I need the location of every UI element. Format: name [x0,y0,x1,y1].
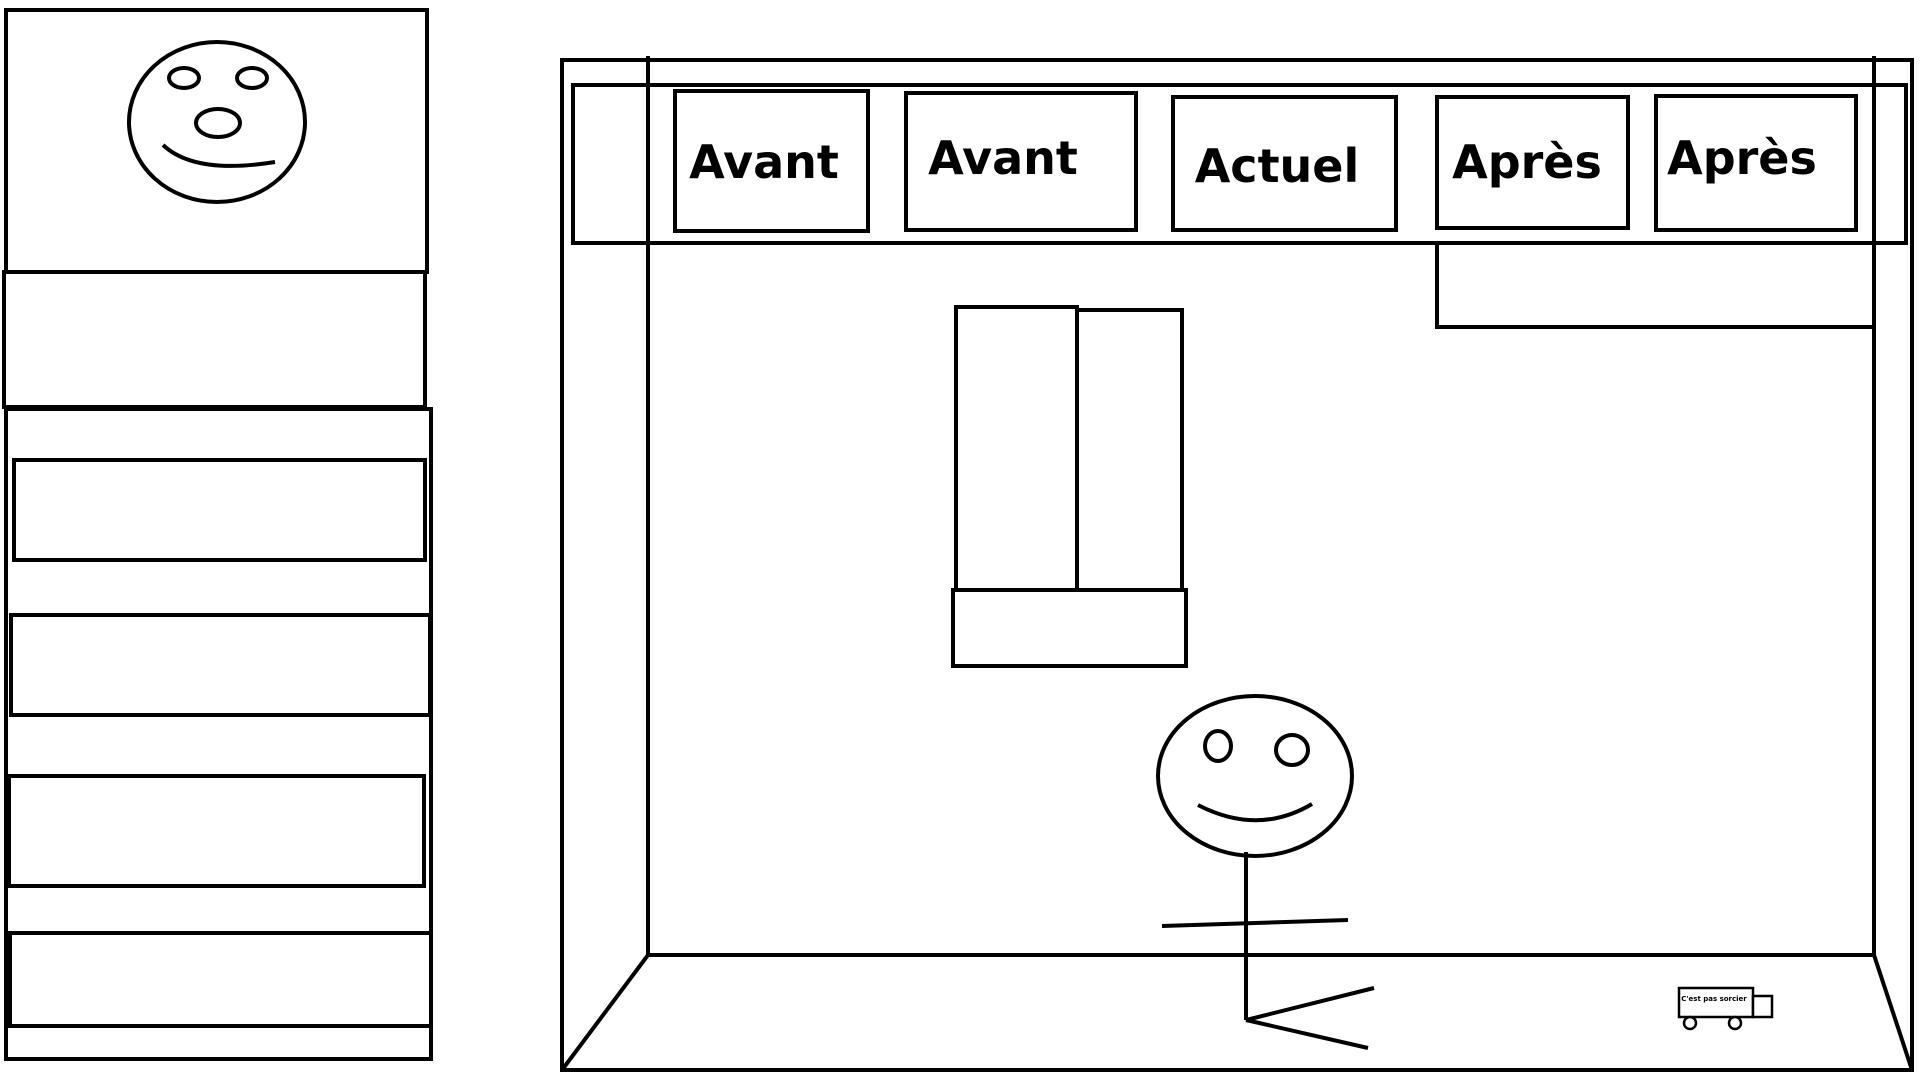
sidebar-slot-2[interactable] [9,613,432,717]
sidebar-slot-4[interactable] [8,931,433,1028]
smiley-face-icon [127,40,307,204]
sidebar [2,8,433,1061]
stick-figure-icon[interactable] [1156,694,1375,1050]
sidebar-slot-3[interactable] [7,774,426,888]
tab-label: Actuel [1195,139,1360,193]
sidebar-list-frame [4,407,433,1061]
double-door-icon[interactable] [951,305,1188,668]
floor-left-edge [560,953,650,1072]
dropdown-panel [1435,241,1876,329]
room-frame [560,58,1914,1072]
sidebar-header-box [2,270,427,409]
tab-label: Avant [689,135,839,189]
profile-panel [4,8,429,274]
delivery-truck-icon[interactable]: C'est pas sorcier [1677,986,1774,1031]
tab-apres-1[interactable]: Après [1435,95,1630,230]
room-scene: Avant Avant Actuel Après Après [560,56,1914,1072]
tab-label: Avant [928,131,1078,185]
tab-apres-2[interactable]: Après [1654,94,1858,232]
tab-avant-2[interactable]: Avant [904,91,1138,232]
tab-actuel[interactable]: Actuel [1171,95,1398,232]
tab-avant-1[interactable]: Avant [673,89,870,233]
tab-bar [571,83,1908,245]
truck-label: C'est pas sorcier [1681,995,1747,1003]
tab-label: Après [1452,135,1602,189]
floor-right-edge [1872,954,1914,1071]
tab-label: Après [1667,131,1817,185]
sidebar-slot-1[interactable] [12,458,427,562]
